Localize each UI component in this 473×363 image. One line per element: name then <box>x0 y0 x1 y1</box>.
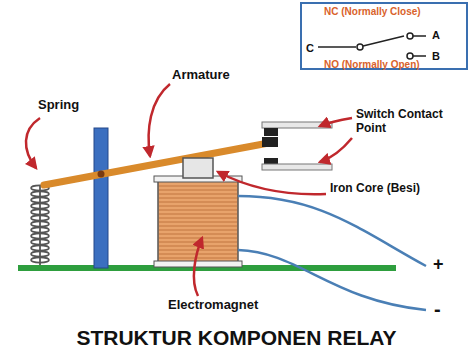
wire <box>238 250 426 310</box>
part-label: Spring <box>38 98 79 113</box>
part-label: Armature <box>172 68 230 83</box>
spring-coil <box>31 191 49 196</box>
spring-coil <box>31 197 49 202</box>
spring-coil <box>31 257 49 262</box>
spring-coil <box>31 221 49 226</box>
coil-winding <box>159 198 237 199</box>
switch-label: C <box>306 42 314 54</box>
coil-winding <box>159 234 237 235</box>
part-label: + <box>433 254 444 275</box>
coil-winding <box>159 226 237 227</box>
coil-winding <box>159 206 237 207</box>
spring-coil <box>31 209 49 214</box>
inset-ground <box>300 2 468 70</box>
spring-coil <box>31 227 49 232</box>
coil-winding <box>159 218 237 219</box>
coil-winding <box>159 194 237 195</box>
coil-flange <box>154 261 242 267</box>
spring-coil <box>31 203 49 208</box>
inset-box: NC (Normally Close) C AB NO (Normally Open) <box>300 2 468 70</box>
part-label: Electromagnet <box>168 298 258 313</box>
coil-winding <box>159 222 237 223</box>
coil-winding <box>159 202 237 203</box>
spring-coil <box>31 215 49 220</box>
coil-winding <box>159 242 237 243</box>
coil-winding <box>159 210 237 211</box>
spring-coil <box>31 185 49 262</box>
spring-coil <box>31 251 49 256</box>
switch-label: NC (Normally Close) <box>324 6 421 17</box>
spring-coil <box>31 245 49 250</box>
part-label: Iron Core (Besi) <box>330 182 420 196</box>
spring-coil <box>31 233 49 238</box>
switch-symbol <box>318 33 426 59</box>
pivot-post <box>94 128 108 268</box>
diagram-title: STRUKTUR KOMPONEN RELAY <box>0 326 473 350</box>
pivot-pin <box>98 171 105 178</box>
iron-core <box>183 158 213 178</box>
contact-tip <box>264 158 278 164</box>
contact-tip <box>264 128 278 136</box>
coil-winding <box>159 230 237 231</box>
lower-contact <box>262 164 332 170</box>
part-label: Switch Contact Point <box>356 108 452 136</box>
coil-winding <box>159 190 237 191</box>
armature-bar <box>44 142 274 185</box>
coil-winding <box>159 186 237 187</box>
switch-label: NO (Normally Open) <box>324 59 420 70</box>
coil-winding <box>159 258 237 259</box>
coil-winding <box>159 214 237 215</box>
switch-label: B <box>432 50 440 62</box>
spring-coil <box>31 239 49 244</box>
armature-contact <box>262 137 278 147</box>
callout-arrow <box>26 84 352 296</box>
part-label: - <box>434 298 441 321</box>
switch-label: A <box>432 29 440 41</box>
coil-winding <box>159 238 237 239</box>
